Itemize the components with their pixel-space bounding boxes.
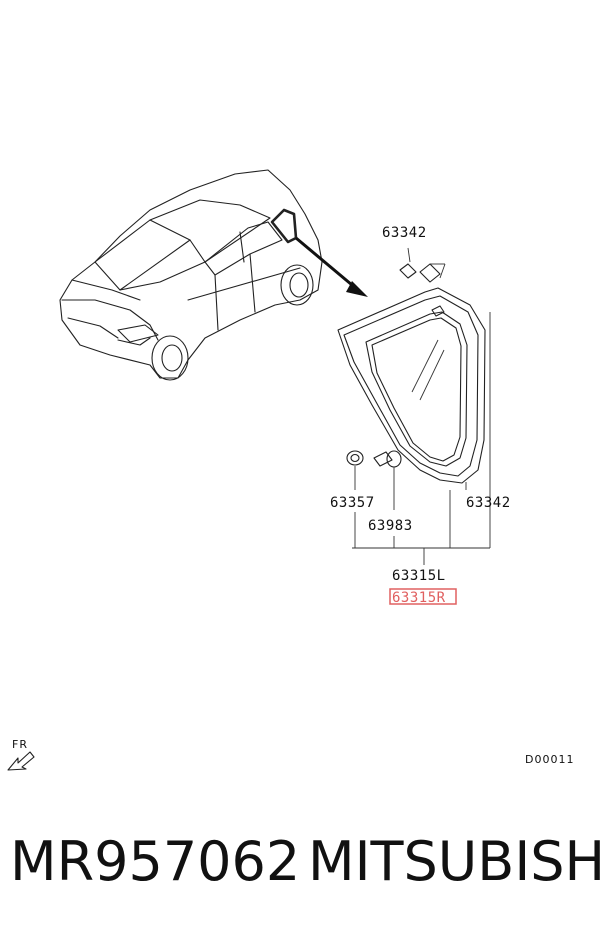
front-direction-indicator: FR	[7, 738, 35, 771]
label-clip-top: 63342	[382, 225, 427, 241]
footer: MR957062 MITSUBISHI	[0, 830, 600, 910]
pointer-arrow	[295, 236, 368, 297]
highlight-box	[389, 588, 457, 605]
clip-parts	[399, 247, 446, 283]
label-glass-right[interactable]: 63315R	[392, 590, 446, 606]
label-nut: 63357	[330, 495, 375, 511]
part-number: MR957062	[10, 830, 301, 893]
fastener-part	[373, 450, 402, 510]
fr-label: FR	[12, 738, 28, 751]
brand-name: MITSUBISHI	[308, 830, 600, 893]
diagram-code: D00011	[525, 753, 574, 766]
leader-lines	[352, 312, 491, 565]
nut-part	[346, 450, 364, 490]
car-illustration	[59, 169, 323, 381]
quarter-glass-assembly	[337, 287, 486, 484]
arrow-front-icon	[7, 751, 35, 771]
label-fastener: 63983	[368, 518, 413, 534]
label-molding: 63342	[466, 495, 511, 511]
label-glass-left: 63315L	[392, 568, 446, 584]
